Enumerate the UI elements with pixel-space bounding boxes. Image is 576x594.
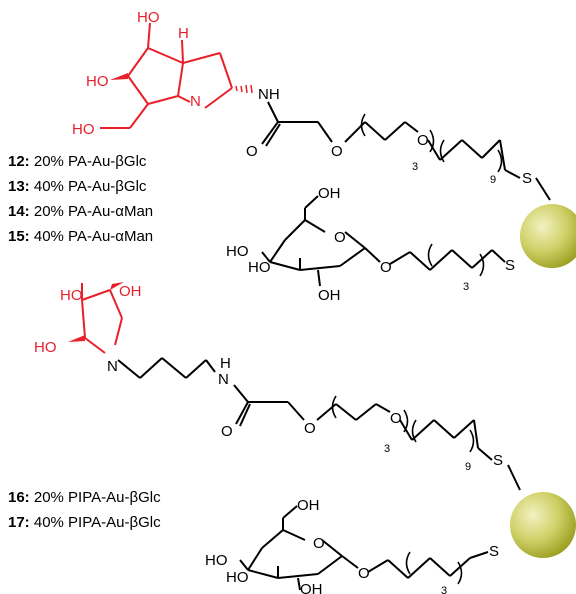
compound-label-15: 15: 40% PA-Au-αMan (8, 228, 153, 245)
compound-label-16: 16: 20% PIPA-Au-βGlc (8, 489, 161, 506)
atom-n-amide: N (218, 371, 229, 388)
piperidine-atoms: HO OH HO (34, 283, 142, 356)
atom-ho-pip-1: HO (60, 287, 83, 304)
atom-ho-3: HO (72, 121, 95, 138)
linker-bottom (117, 357, 521, 491)
hash-bond (235, 84, 253, 94)
subscript-9-bottom: 9 (465, 461, 471, 473)
atom-ho-2: HO (86, 73, 109, 90)
repeat-brackets-glc-bottom (405, 551, 463, 585)
atom-o-ether-bottom-2: O (390, 410, 402, 427)
atom-o-ether-top-2: O (417, 132, 429, 149)
pyrrolizidine-atoms: HO HO H N HO (72, 9, 201, 138)
linker-bottom-atoms: H N O O O 3 9 S (218, 355, 503, 473)
atom-o-ring-bottom: O (313, 535, 325, 552)
atom-oh-c2-top: OH (318, 287, 341, 304)
atom-oh-c2-bottom: OH (300, 581, 323, 594)
glucose-bottom (239, 505, 359, 591)
atom-ho-1: HO (137, 9, 160, 26)
linker-top-atoms: O O O 3 9 S (246, 132, 532, 187)
atom-ho-c3-bottom: HO (226, 569, 249, 586)
atom-o-glycosidic-top: O (380, 259, 392, 276)
wedge-bond (110, 73, 128, 80)
subscript-3-glc-bottom: 3 (441, 585, 447, 594)
atom-o-glycosidic-bottom: O (358, 565, 370, 582)
repeat-brackets-top (360, 113, 503, 173)
atom-s-bottom-1: S (493, 452, 503, 469)
glucose-top (261, 195, 381, 287)
atom-s-bottom-2: S (489, 543, 499, 560)
atom-o-carbonyl-bottom: O (221, 423, 233, 440)
repeat-brackets-glc-top (427, 243, 485, 277)
pyrrolizidine-scaffold (100, 22, 233, 129)
subscript-9-top: 9 (490, 174, 496, 186)
atom-ho-pip-3: HO (34, 339, 57, 356)
wedge-bond-pip-2 (110, 282, 124, 290)
atom-o-carbonyl-top: O (246, 143, 258, 160)
compound-labels-top: 12: 20% PA-Au-βGlc 13: 40% PA-Au-βGlc 14… (8, 153, 153, 245)
atom-ho-c4-top: HO (226, 243, 249, 260)
glucose-top-atoms: OH O HO HO OH O 3 S (226, 185, 515, 304)
atom-s-top-1: S (522, 170, 532, 187)
atom-o-ether-top-1: O (331, 143, 343, 160)
compound-label-12: 12: 20% PA-Au-βGlc (8, 153, 147, 170)
linker-top (261, 101, 551, 201)
compound-labels-bottom: 16: 20% PIPA-Au-βGlc 17: 40% PIPA-Au-βGl… (8, 489, 161, 531)
subscript-3-top: 3 (412, 161, 418, 173)
gold-nanoparticle-bottom (510, 492, 576, 558)
atom-h: H (178, 25, 189, 42)
atom-ho-c4-bottom: HO (205, 552, 228, 569)
compound-label-13: 13: 40% PA-Au-βGlc (8, 178, 147, 195)
atom-o-ether-bottom-1: O (304, 420, 316, 437)
atom-oh-c6-top: OH (318, 185, 341, 202)
atom-o-ring-top: O (334, 229, 346, 246)
atom-oh-c6-bottom: OH (297, 497, 320, 514)
wedge-bond-pip (68, 335, 85, 342)
atom-ho-c3-top: HO (248, 259, 271, 276)
piperidine-scaffold (81, 283, 123, 354)
glucose-bottom-chain (367, 551, 489, 579)
atom-oh-pip-2: OH (119, 283, 142, 300)
glucose-top-chain (389, 249, 506, 271)
compound-label-14: 14: 20% PA-Au-αMan (8, 203, 153, 220)
glucose-bottom-atoms: OH O HO HO OH O 3 S (205, 497, 499, 594)
gold-nanoparticle-top (520, 204, 576, 268)
compound-label-17: 17: 40% PIPA-Au-βGlc (8, 514, 161, 531)
atom-s-top-2: S (505, 257, 515, 274)
atom-n-pip: N (107, 358, 118, 375)
subscript-3-glc-top: 3 (463, 281, 469, 293)
repeat-brackets-bottom (331, 395, 475, 453)
atom-h-amide: H (220, 355, 231, 372)
subscript-3-bottom: 3 (384, 443, 390, 455)
atom-n-ring: N (190, 93, 201, 110)
atom-nh-top: NH (258, 86, 280, 103)
